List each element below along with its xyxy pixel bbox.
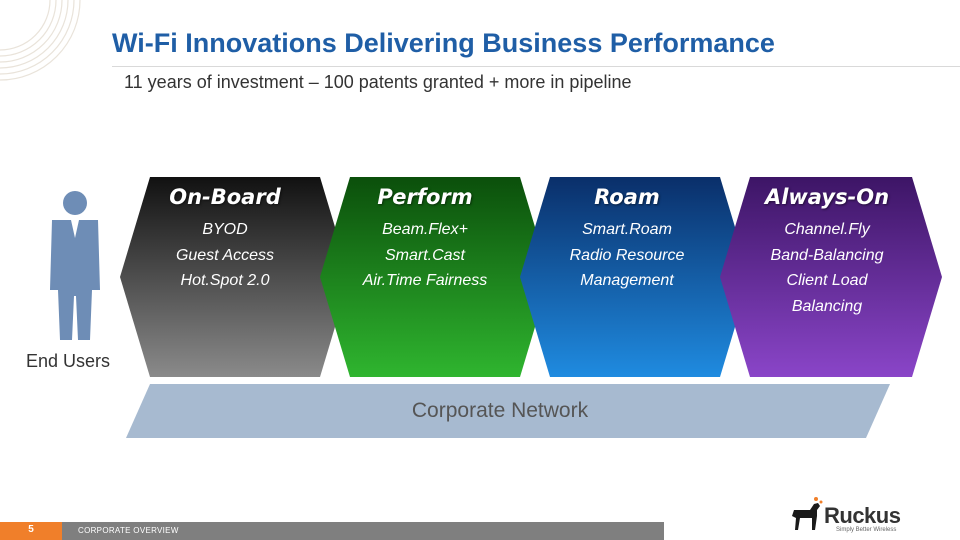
feature-item: Client Load: [786, 272, 868, 289]
pillar-hex-roam: [520, 177, 750, 377]
feature-item: Guest Access: [175, 246, 275, 264]
pillar-hex-always-on: [720, 177, 942, 377]
feature-item: Beam.Flex+: [382, 221, 468, 238]
pillar-heading-always-on: Always-On: [764, 185, 890, 209]
feature-item: Balancing: [791, 297, 863, 315]
ruckus-logo-wordmark: Ruckus: [824, 503, 901, 528]
pillar-features-on-board: BYOD Guest Access Hot.Spot 2.0: [125, 217, 325, 294]
pillar-heading-roam: Roam: [594, 185, 660, 209]
page-title: Wi-Fi Innovations Delivering Business Pe…: [112, 28, 775, 58]
title-divider: [112, 66, 960, 67]
end-user-icon: [50, 191, 100, 340]
pillar-heading-on-board: On-Board: [169, 185, 281, 209]
feature-item: Smart.Cast: [384, 246, 465, 264]
corporate-network-band: [126, 384, 890, 438]
feature-item: Radio Resource: [569, 246, 685, 264]
page-subtitle: 11 years of investment – 100 patents gra…: [124, 72, 632, 92]
page-number: 5: [0, 522, 62, 540]
feature-item: Band-Balancing: [770, 246, 884, 264]
feature-item: Smart.Roam: [582, 221, 672, 238]
footer-bar: [0, 522, 664, 540]
pillar-features-roam: Smart.Roam Radio Resource Management: [527, 217, 727, 294]
pillar-hex-perform: [320, 177, 550, 377]
feature-item: Air.Time Fairness: [362, 272, 488, 289]
pillar-hex-on-board: [120, 177, 350, 377]
ruckus-logo-tagline: Simply Better Wireless: [836, 527, 897, 533]
pillar-features-perform: Beam.Flex+ Smart.Cast Air.Time Fairness: [325, 217, 525, 294]
feature-item: Channel.Fly: [784, 221, 870, 238]
pillar-heading-perform: Perform: [377, 185, 473, 209]
feature-item: Hot.Spot 2.0: [180, 272, 270, 289]
end-users-label: End Users: [26, 351, 111, 371]
pillar-features-always-on: Channel.Fly Band-Balancing Client Load B…: [727, 217, 927, 319]
footer-section-label: CORPORATE OVERVIEW: [78, 526, 179, 535]
ruckus-dog-logo-icon: [792, 497, 823, 530]
corporate-network-label: Corporate Network: [411, 399, 589, 422]
feature-item: Management: [580, 272, 674, 289]
feature-item: BYOD: [202, 221, 248, 238]
